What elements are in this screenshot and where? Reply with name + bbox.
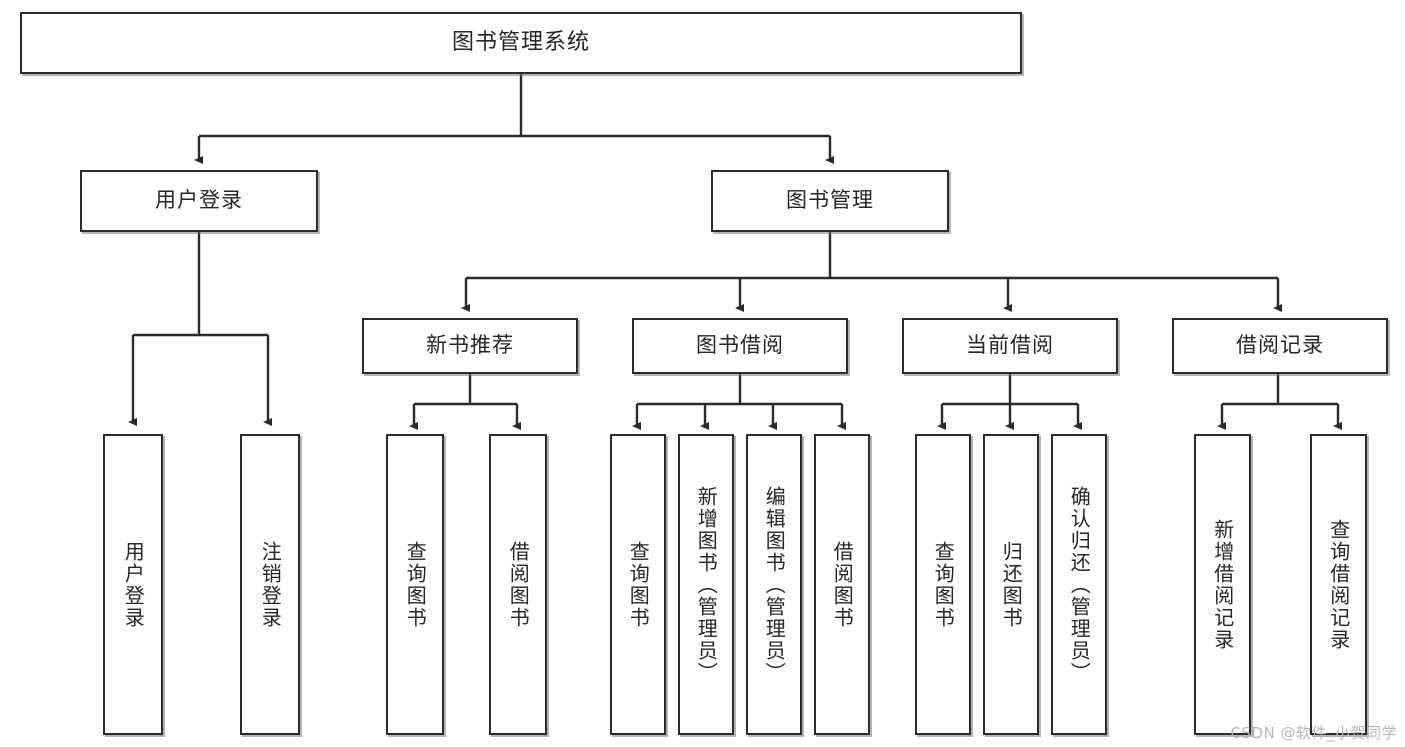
leaf-label: 借阅图书 <box>830 540 855 629</box>
watermark-text: CSDN @软件_小贺同学 <box>1230 724 1397 742</box>
leaf-label: 新增借阅记录 <box>1210 518 1235 651</box>
leaf-label: 查询借阅记录 <box>1326 518 1351 651</box>
leaf-book-borrow-borrow-book[interactable]: 借阅图书 <box>814 434 870 735</box>
node-book-borrow[interactable]: 图书借阅 <box>632 318 848 374</box>
leaf-borrow-record-add-record[interactable]: 新增借阅记录 <box>1194 434 1251 735</box>
leaf-label: 注销登录 <box>258 540 283 629</box>
leaf-label: 新增图书（管理员） <box>694 485 719 684</box>
leaf-label: 查询图书 <box>403 540 428 629</box>
leaf-label: 归还图书 <box>999 540 1024 629</box>
leaf-label: 用户登录 <box>121 540 146 629</box>
node-borrow-record[interactable]: 借阅记录 <box>1172 318 1388 374</box>
node-user-login[interactable]: 用户登录 <box>80 170 318 232</box>
leaf-user-login-login[interactable]: 用户登录 <box>103 434 163 735</box>
leaf-new-book-query-book[interactable]: 查询图书 <box>386 434 444 735</box>
node-book-management[interactable]: 图书管理 <box>711 170 949 232</box>
leaf-current-borrow-query-book[interactable]: 查询图书 <box>915 434 971 735</box>
leaf-label: 借阅图书 <box>506 540 531 629</box>
leaf-current-borrow-return-book[interactable]: 归还图书 <box>983 434 1039 735</box>
node-current-borrow[interactable]: 当前借阅 <box>902 318 1118 374</box>
leaf-book-borrow-edit-book-admin[interactable]: 编辑图书（管理员） <box>746 434 802 735</box>
leaf-book-borrow-add-book-admin[interactable]: 新增图书（管理员） <box>678 434 734 735</box>
leaf-label: 查询图书 <box>626 540 651 629</box>
leaf-label: 编辑图书（管理员） <box>762 485 787 684</box>
leaf-new-book-borrow-book[interactable]: 借阅图书 <box>489 434 547 735</box>
node-root-system[interactable]: 图书管理系统 <box>20 12 1022 74</box>
node-new-book-recommend[interactable]: 新书推荐 <box>362 318 578 374</box>
leaf-book-borrow-query-book[interactable]: 查询图书 <box>610 434 666 735</box>
leaf-label: 查询图书 <box>931 540 956 629</box>
leaf-current-borrow-confirm-return-admin[interactable]: 确认归还（管理员） <box>1051 434 1107 735</box>
leaf-borrow-record-query-record[interactable]: 查询借阅记录 <box>1310 434 1367 735</box>
leaf-label: 确认归还（管理员） <box>1067 485 1092 684</box>
leaf-user-login-logout[interactable]: 注销登录 <box>240 434 300 735</box>
